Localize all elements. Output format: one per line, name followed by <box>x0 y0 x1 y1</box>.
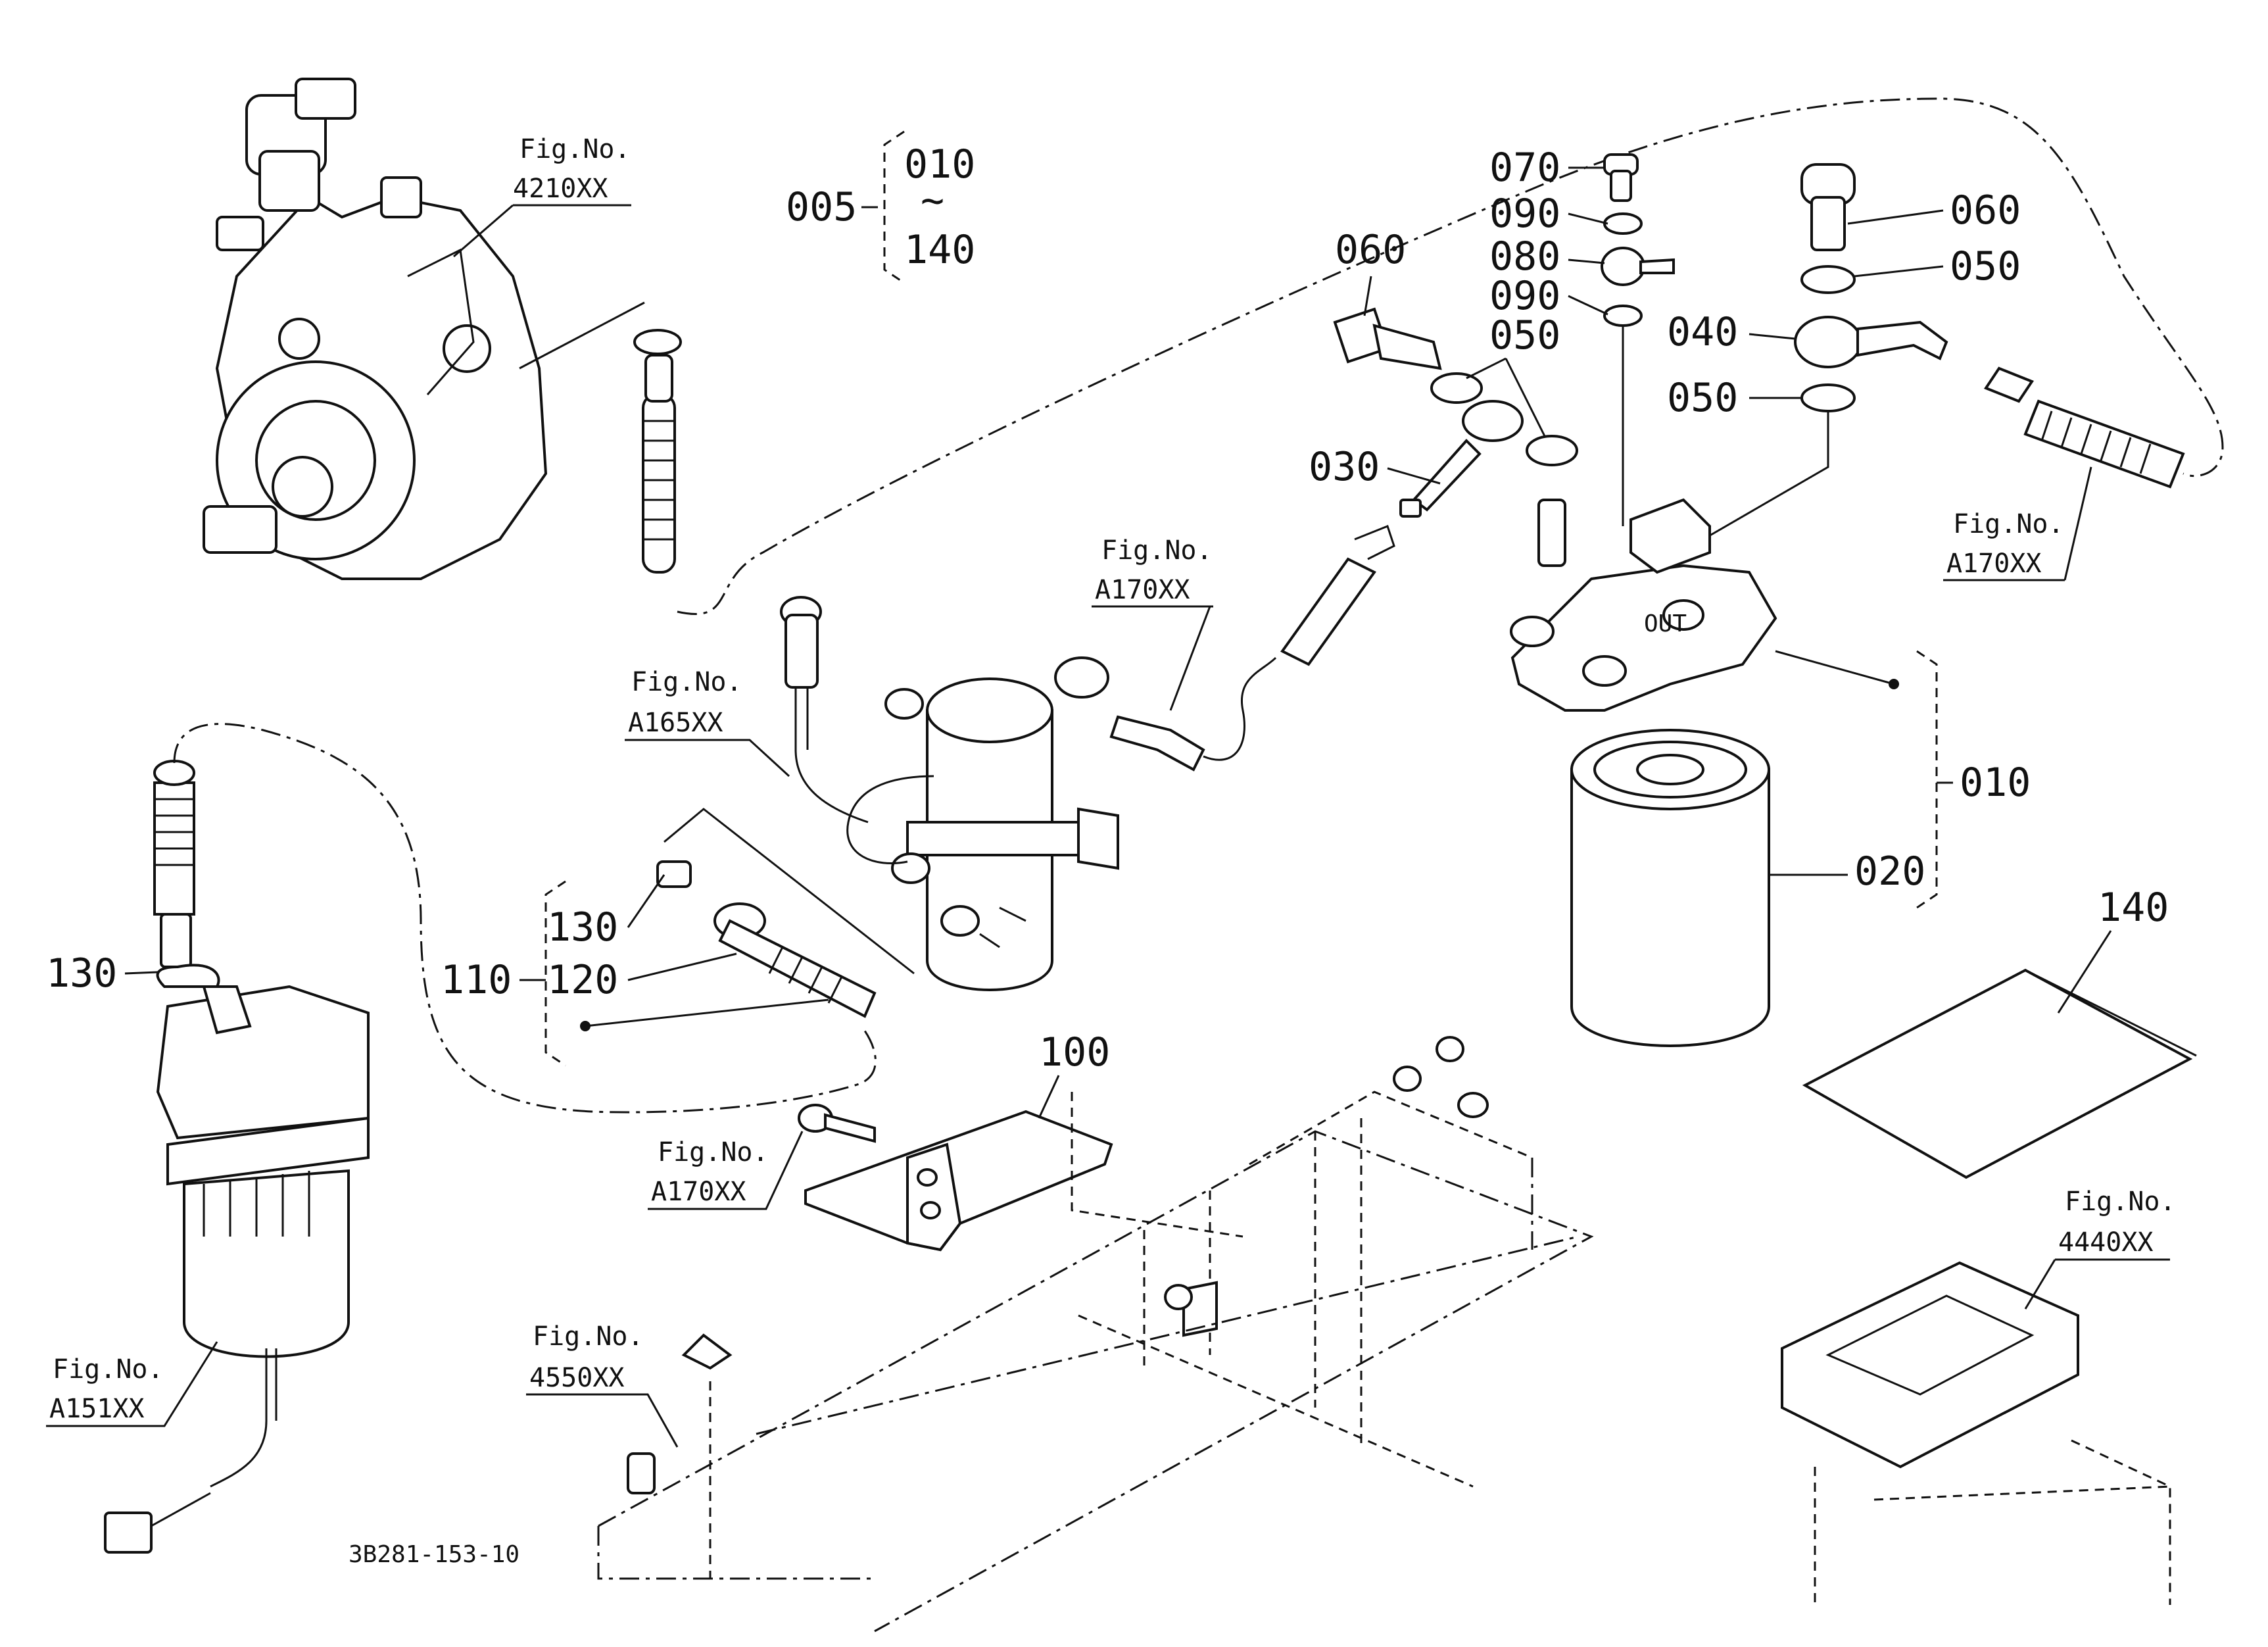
ref-4210-line2: 4210XX <box>513 174 608 204</box>
callout-100: 100 <box>1039 1029 1110 1075</box>
ref-4440-line1: Fig.No. <box>2065 1187 2176 1217</box>
callout-050a: 050 <box>1489 312 1560 358</box>
range-tilde: ~ <box>921 178 944 224</box>
emboss-out: OUT <box>1644 610 1687 637</box>
fuel-hose-120 <box>656 860 877 1018</box>
ref-A170-lower[interactable]: Fig.No. A170XX <box>648 1131 804 1210</box>
ref-4440[interactable]: Fig.No. 4440XX <box>2024 1187 2176 1310</box>
ref-A170-lower-line2: A170XX <box>651 1177 746 1207</box>
callout-110: 110 <box>441 957 512 1003</box>
ref-A170-center-line2: A170XX <box>1095 575 1190 605</box>
ref-A170-right-line1: Fig.No. <box>1953 509 2064 539</box>
leader-pump-hose <box>519 301 645 370</box>
callout-040: 040 <box>1667 309 1738 355</box>
frame-structure <box>597 1036 1594 1633</box>
callout-130b: 130 <box>46 950 117 996</box>
fuel-hose-030 <box>1280 525 1395 666</box>
callout-010-range: 010 <box>904 141 975 187</box>
callout-120: 120 <box>547 957 618 1003</box>
banjo-bolt-060-left <box>1333 307 1442 370</box>
ref-A170-right[interactable]: Fig.No. A170XX <box>1943 466 2092 581</box>
ref-4550[interactable]: Fig.No. 4550XX <box>526 1321 679 1448</box>
injection-pump <box>203 78 548 580</box>
electric-fuel-pump <box>846 677 1119 991</box>
ref-4550-line1: Fig.No. <box>533 1321 644 1352</box>
ref-4550-line2: 4550XX <box>529 1363 625 1393</box>
filter-cartridge-020 <box>1570 729 1770 1047</box>
ref-A165[interactable]: Fig.No. A165XX <box>625 667 790 777</box>
ref-4210-line1: Fig.No. <box>519 134 631 164</box>
ref-4440-line2: 4440XX <box>2058 1227 2154 1258</box>
callout-050c: 050 <box>1667 375 1738 421</box>
ref-A170-center[interactable]: Fig.No. A170XX <box>1092 535 1213 711</box>
fuel-hose-right <box>1983 366 2185 489</box>
callout-060b: 060 <box>1950 187 2021 234</box>
instruction-sheet-140 <box>1802 968 2197 1179</box>
callout-020: 020 <box>1854 848 1925 895</box>
washer-050-right <box>1526 435 1578 466</box>
ref-A165-line1: Fig.No. <box>631 667 742 697</box>
fuel-line-dashed-left <box>173 723 877 1114</box>
callout-010: 010 <box>1960 760 2031 806</box>
drawing-code: 3B281-153-10 <box>349 1541 519 1568</box>
callout-070: 070 <box>1489 145 1560 191</box>
callout-140-range: 140 <box>904 227 975 273</box>
pump-connector-cable <box>780 596 869 823</box>
part-4440 <box>1781 1261 2171 1605</box>
ref-A151-line1: Fig.No. <box>53 1354 164 1385</box>
callout-130a: 130 <box>547 904 618 950</box>
callout-050b: 050 <box>1950 243 2021 289</box>
callout-005: 005 <box>786 184 857 230</box>
fuel-hose-small <box>1054 656 1277 772</box>
ref-A151-line2: A151XX <box>49 1394 145 1424</box>
fuel-line-dashed <box>677 97 2224 616</box>
ref-A170-right-line2: A170XX <box>1946 549 2042 579</box>
pre-filter-sedimenter <box>104 760 370 1554</box>
banjo-fitting-030 <box>1399 400 1524 518</box>
ref-A170-center-line1: Fig.No. <box>1101 535 1213 566</box>
callout-005-group: 005 010 ~ 140 <box>786 130 975 284</box>
callout-090b: 090 <box>1489 273 1560 319</box>
ref-A165-line2: A165XX <box>628 708 723 738</box>
air-vent-stack <box>1601 153 1675 526</box>
callout-140: 140 <box>2098 885 2169 931</box>
callout-030: 030 <box>1309 444 1380 490</box>
fuel-hose-pump <box>633 329 682 574</box>
ref-4210[interactable]: Fig.No. 4210XX <box>453 134 631 258</box>
callout-060a: 060 <box>1335 227 1406 273</box>
ref-A151[interactable]: Fig.No. A151XX <box>46 1341 218 1427</box>
filter-head: OUT <box>1510 498 1777 712</box>
banjo-stack-right <box>1702 163 1948 541</box>
callout-110-group: 110 130 120 <box>441 808 915 1067</box>
ref-A170-lower-line1: Fig.No. <box>658 1137 769 1168</box>
bracket-100 <box>798 1104 1113 1252</box>
callout-010-group: 010 <box>1775 650 2031 909</box>
callout-080: 080 <box>1489 234 1560 280</box>
callout-090a: 090 <box>1489 191 1560 237</box>
washer-050-left <box>1430 372 1483 404</box>
